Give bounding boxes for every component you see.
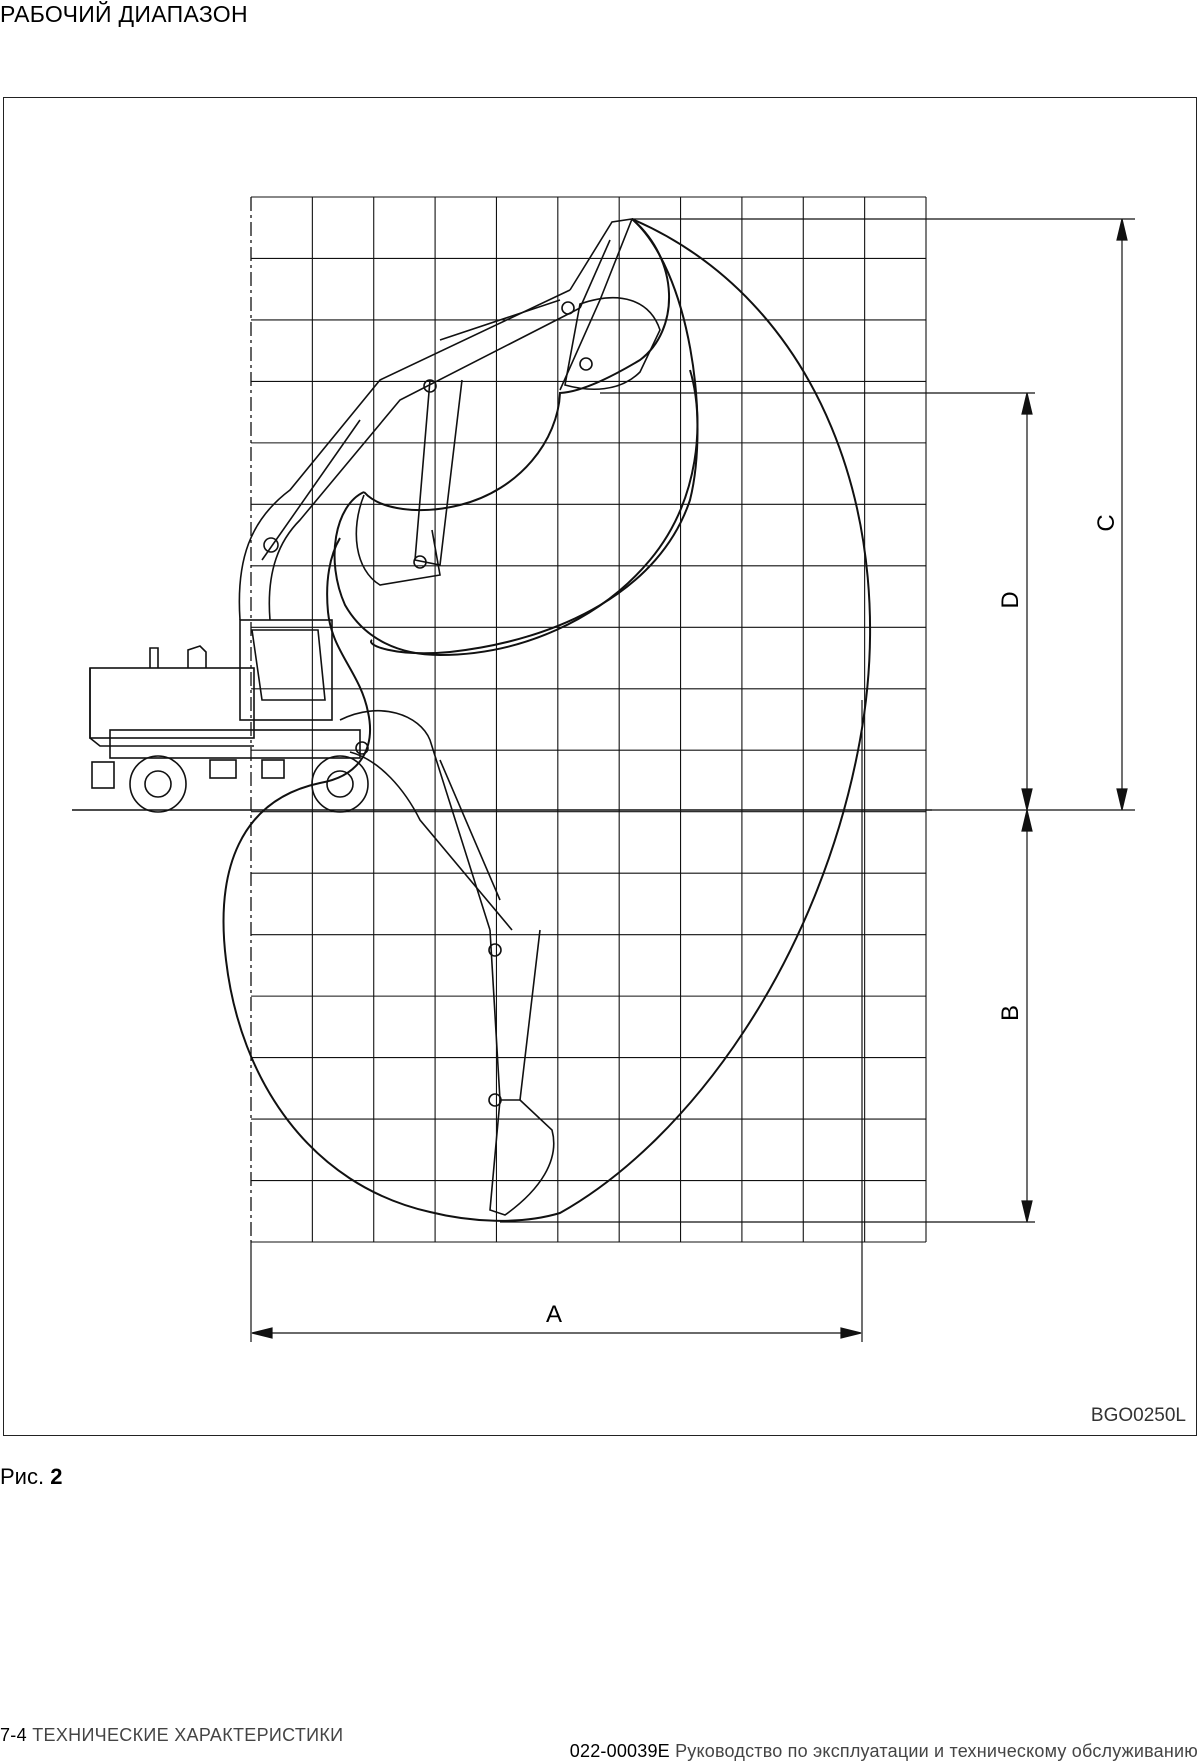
outrigger-rear — [91, 761, 115, 789]
arm-pin — [561, 301, 575, 315]
counterweight — [89, 668, 254, 747]
undercarriage-frame — [109, 729, 361, 759]
engine-housing — [89, 667, 255, 739]
arm-lowered — [489, 929, 541, 1101]
outer-envelope-curve — [222, 218, 871, 1222]
footer-section-title: ТЕХНИЧЕСКИЕ ХАРАКТЕРИСТИКИ — [32, 1725, 344, 1745]
arm-cylinder — [439, 299, 561, 341]
dimension-d-label: D — [997, 591, 1024, 608]
arm-lower-pin — [488, 943, 502, 957]
boom-cylinder — [261, 419, 361, 561]
arm-raised-inner — [579, 239, 611, 309]
dimension-d-arrow-top — [1021, 392, 1033, 415]
boom-pivot-pin — [263, 537, 279, 553]
lower-bucket-pin — [413, 555, 427, 569]
left-envelope-curve — [333, 369, 699, 657]
bucket-lower-pin — [488, 1093, 502, 1107]
footer-doc-title: Руководство по эксплуатации и техническо… — [675, 1741, 1198, 1761]
boom-raised — [238, 218, 661, 621]
figure-frame — [3, 97, 1197, 1436]
boom-lower-edge — [268, 307, 581, 621]
dimension-a-label: A — [546, 1301, 562, 1328]
boom-lowered — [339, 710, 555, 1216]
boom-lower-left-edge — [339, 710, 491, 931]
dimension-a-arrow-right — [840, 1327, 862, 1339]
figure-caption: Рис. 2 — [0, 1463, 62, 1491]
figure-caption-number: 2 — [50, 1464, 63, 1489]
excavator-machine — [89, 619, 369, 813]
grid — [251, 196, 927, 1243]
dimension-b-arrow-top — [1021, 809, 1033, 832]
dimension-c-arrow-bottom — [1116, 788, 1128, 811]
air-intake — [187, 645, 207, 668]
exhaust-stack — [149, 647, 159, 668]
bucket-pin — [579, 357, 593, 371]
dimension-c-arrow-top — [1116, 218, 1128, 241]
front-wheel — [311, 755, 369, 813]
boom-lower-right-edge — [349, 751, 513, 931]
footer-document: 022-00039E Руководство по эксплуатации и… — [570, 1740, 1198, 1762]
figure-caption-prefix: Рис. — [0, 1464, 45, 1489]
dimension-b-arrow-bottom — [1021, 1200, 1033, 1223]
dimension-lines — [250, 218, 1135, 1342]
figure-code: BGO0250L — [1091, 1405, 1186, 1426]
arm-raised — [559, 218, 634, 391]
working-envelope — [222, 218, 871, 1222]
rear-wheel — [129, 755, 187, 813]
inner-envelope-curve — [363, 218, 670, 512]
dimension-d-arrow-bottom — [1021, 788, 1033, 811]
boom-head-pin — [423, 379, 437, 393]
footer-page-number: 7-4 — [0, 1725, 27, 1745]
front-wheel-hub — [326, 770, 354, 798]
middle-envelope-curve — [369, 218, 699, 655]
dimension-b-label: B — [997, 1005, 1024, 1021]
cab-window — [251, 629, 326, 701]
boom-upper-edge — [238, 289, 571, 621]
cab — [239, 619, 333, 721]
bucket-lowered — [489, 1099, 555, 1216]
rear-wheel-hub — [144, 770, 172, 798]
boom-lower-cylinder — [439, 759, 501, 901]
outrigger-front — [261, 759, 285, 779]
page-heading: РАБОЧИЙ ДИАПАЗОН — [0, 1, 248, 27]
stick-link-down — [414, 379, 463, 566]
dimension-a-arrow-left — [251, 1327, 273, 1339]
footer-section: 7-4 ТЕХНИЧЕСКИЕ ХАРАКТЕРИСТИКИ — [0, 1724, 343, 1746]
outrigger-block — [209, 759, 237, 779]
footer-doc-code: 022-00039E — [569, 1741, 670, 1761]
boom-lower-pin — [355, 741, 369, 755]
bucket-raised — [564, 297, 661, 391]
dimension-c-label: C — [1093, 514, 1120, 531]
bucket-lower-pose — [355, 494, 441, 586]
